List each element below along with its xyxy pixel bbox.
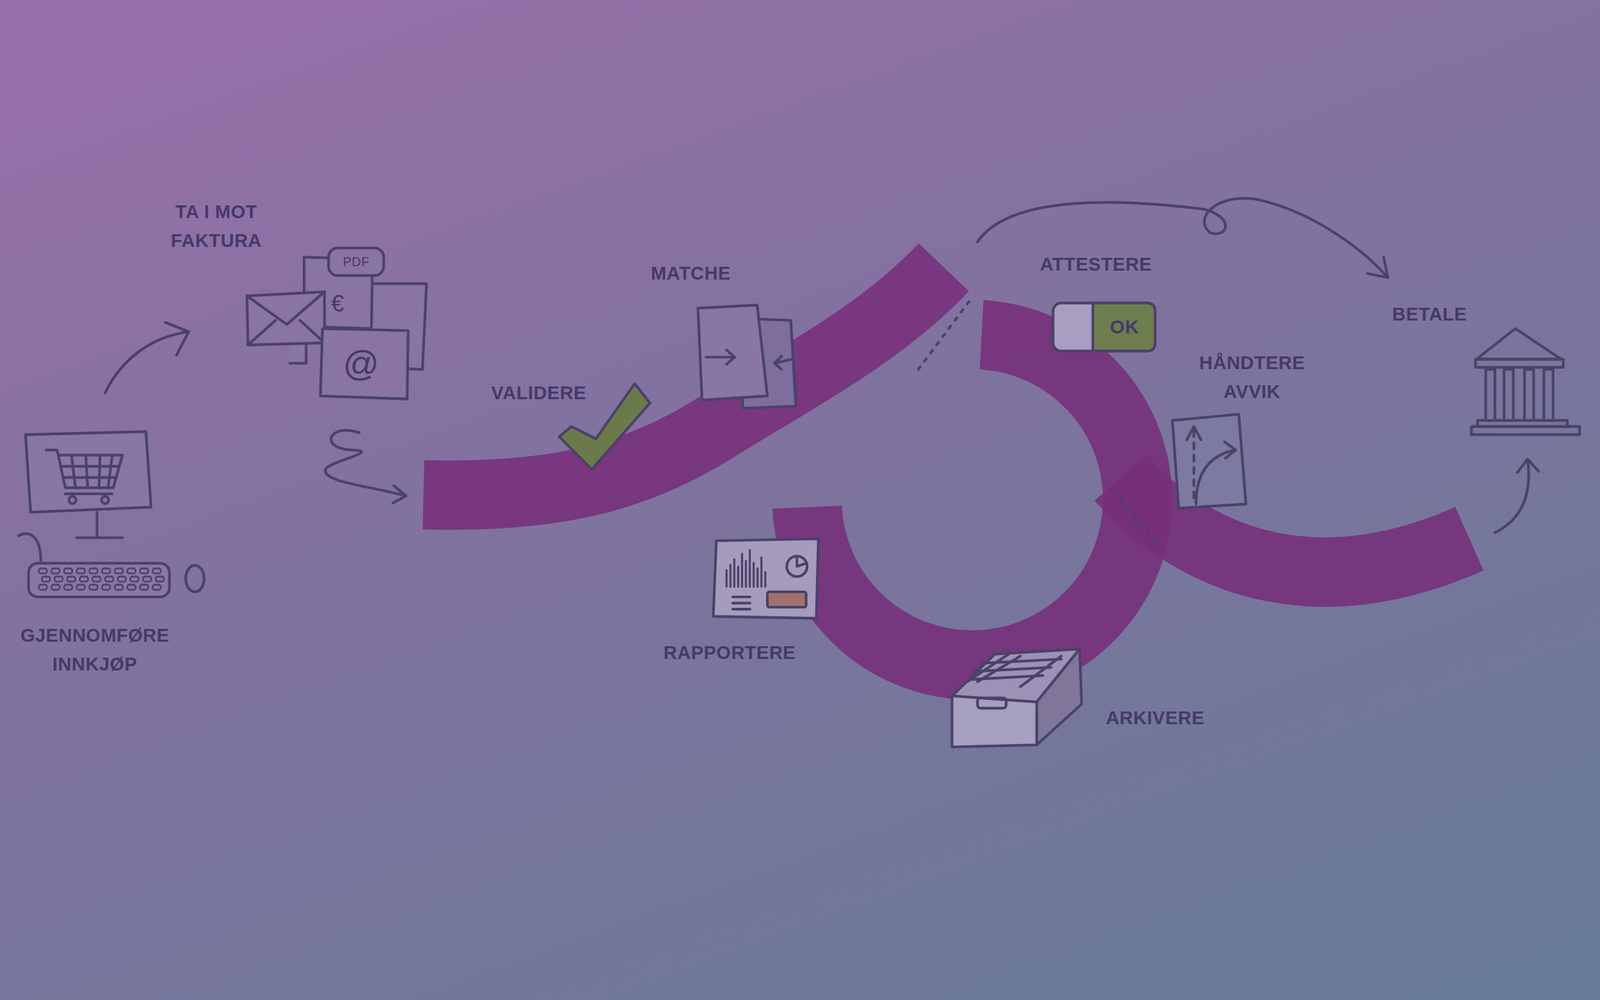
bar bbox=[752, 563, 755, 587]
deviation-icon bbox=[1172, 414, 1247, 509]
bar bbox=[737, 566, 740, 587]
key bbox=[80, 576, 89, 582]
invoice-stack-icon bbox=[247, 248, 427, 400]
key bbox=[114, 584, 123, 591]
key bbox=[127, 584, 136, 591]
flow-arrow bbox=[104, 322, 189, 393]
key bbox=[130, 576, 139, 582]
key bbox=[152, 568, 162, 574]
band-start bbox=[423, 267, 944, 496]
match-icon bbox=[698, 305, 797, 409]
bar bbox=[764, 572, 767, 587]
step-label: MATCHE bbox=[650, 264, 731, 283]
bar bbox=[741, 553, 744, 587]
bar bbox=[733, 559, 736, 587]
key bbox=[117, 576, 127, 582]
step-label: HÅNDTERE AVVIK bbox=[1187, 348, 1316, 407]
key bbox=[104, 576, 114, 582]
icon-text: @ bbox=[343, 345, 380, 382]
bar bbox=[725, 570, 728, 587]
flow-band bbox=[423, 267, 1470, 666]
step-label: GJENNOMFØRE INNKJØP bbox=[5, 621, 185, 680]
key bbox=[101, 584, 111, 591]
key bbox=[155, 576, 164, 582]
report-bars bbox=[726, 550, 766, 587]
band-end bbox=[1120, 477, 1470, 573]
keyboard-keys bbox=[39, 568, 164, 590]
report-icon bbox=[712, 538, 818, 619]
key bbox=[39, 568, 48, 574]
icon-text: € bbox=[330, 292, 345, 316]
approve-switch bbox=[1052, 303, 1155, 352]
bar bbox=[760, 557, 763, 587]
bank-icon bbox=[1471, 328, 1580, 436]
band-loop bbox=[807, 334, 1138, 665]
key bbox=[41, 576, 50, 582]
step-label: ARKIVERE bbox=[1105, 709, 1205, 728]
key bbox=[127, 568, 136, 574]
step-label: RAPPORTERE bbox=[663, 643, 796, 663]
flow-arrow bbox=[1495, 459, 1540, 534]
key bbox=[152, 584, 162, 591]
key bbox=[89, 568, 98, 574]
bar bbox=[756, 568, 759, 587]
step-label: BETALE bbox=[1392, 305, 1467, 324]
archive-icon bbox=[952, 648, 1082, 747]
key bbox=[64, 584, 73, 591]
bar bbox=[729, 565, 732, 587]
line-art bbox=[18, 198, 1580, 747]
key bbox=[39, 584, 48, 591]
key bbox=[101, 568, 111, 574]
key bbox=[67, 576, 76, 582]
key bbox=[76, 584, 86, 591]
loop-arrow bbox=[977, 198, 1388, 278]
key bbox=[140, 584, 149, 591]
key bbox=[114, 568, 123, 574]
dotted-crossing bbox=[1114, 492, 1164, 552]
key bbox=[51, 584, 60, 591]
step-label: ATTESTERE bbox=[1040, 254, 1152, 274]
dotted-crossing bbox=[918, 300, 970, 370]
icon-text: PDF bbox=[343, 255, 370, 269]
step-label: TA I MOT FAKTURA bbox=[149, 197, 284, 256]
spiral-arrow bbox=[325, 430, 406, 504]
bar bbox=[744, 561, 747, 587]
key bbox=[64, 568, 73, 574]
key bbox=[92, 576, 101, 582]
key bbox=[76, 568, 86, 574]
key bbox=[89, 584, 98, 591]
key bbox=[140, 568, 149, 574]
key bbox=[54, 576, 63, 582]
bar bbox=[748, 550, 751, 587]
key bbox=[143, 576, 152, 582]
computer-icon bbox=[18, 432, 205, 598]
icon-text: OK bbox=[1109, 317, 1140, 337]
step-label: VALIDERE bbox=[491, 383, 587, 402]
key bbox=[51, 568, 60, 574]
